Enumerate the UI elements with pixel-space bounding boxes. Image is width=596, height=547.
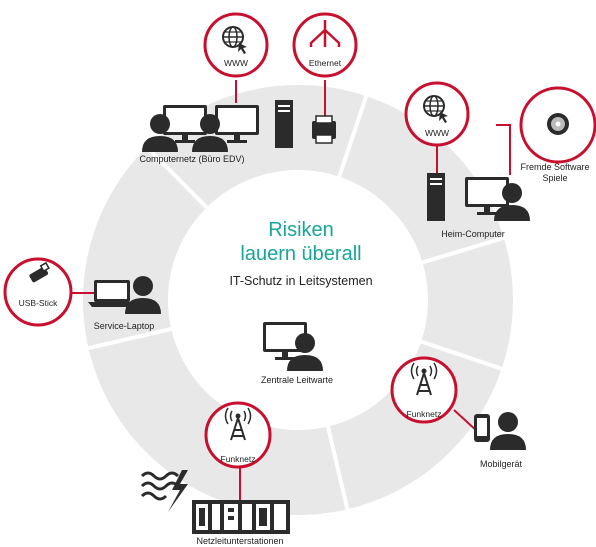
center-subtitle: IT-Schutz in Leitsystemen — [229, 274, 372, 288]
mobile-label: Mobilgerät — [480, 459, 523, 469]
home-www-label: WWW — [425, 128, 449, 138]
software-label-line1: Fremde Software — [520, 162, 589, 172]
software-badge — [519, 86, 596, 164]
usb-label: USB-Stick — [19, 298, 58, 308]
substations — [140, 466, 290, 534]
ethernet-icon — [309, 20, 341, 47]
office-www-label: WWW — [224, 58, 248, 68]
substation-radio-badge — [204, 401, 272, 469]
usb-stick-icon — [29, 261, 50, 283]
ethernet-label: Ethernet — [309, 58, 342, 68]
mobile-radio-badge — [390, 356, 458, 424]
substation-label: Netzleitunterstationen — [196, 536, 283, 546]
laptop-label: Service-Laptop — [94, 321, 155, 331]
center-label: Zentrale Leitwarte — [261, 375, 333, 385]
mobile-device — [453, 409, 526, 450]
person-icon — [490, 412, 526, 450]
center-title-line2: lauern überall — [240, 243, 361, 265]
service-laptop — [72, 276, 161, 314]
laptop-icon — [88, 280, 136, 307]
office-label: Computernetz (Büro EDV) — [139, 154, 244, 164]
cabinet-icon — [192, 500, 290, 534]
printer-icon — [312, 115, 336, 144]
usb-badge — [3, 257, 73, 327]
ring — [79, 54, 531, 521]
mobile-radio-label: Funknetz — [407, 409, 442, 419]
tower-icon — [275, 100, 293, 148]
home-www-badge — [404, 81, 470, 147]
home-computer — [427, 124, 530, 221]
software-label-line2: Spiele — [542, 173, 567, 183]
phone-icon — [474, 414, 490, 442]
center-title-line1: Risiken — [268, 219, 334, 241]
cd-icon — [547, 113, 569, 135]
ethernet-badge — [292, 12, 358, 78]
office-network — [142, 80, 336, 152]
tower-icon — [427, 173, 445, 221]
interference-icon — [140, 470, 188, 512]
office-www-badge — [203, 12, 269, 78]
substation-radio-label: Funknetz — [221, 454, 256, 464]
home-label: Heim-Computer — [441, 229, 505, 239]
